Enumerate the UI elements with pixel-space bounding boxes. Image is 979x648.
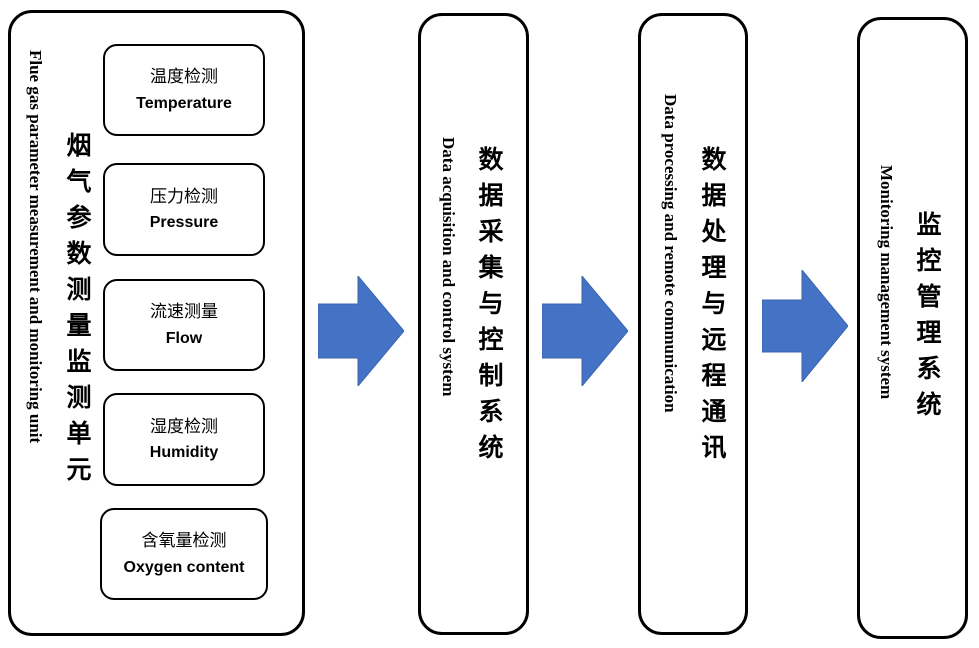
monitoring-title-cn: 监控管理系统	[913, 211, 942, 427]
processing-box	[638, 13, 748, 635]
flow-label-cn: 流速测量	[150, 302, 218, 323]
arrow-right-icon	[318, 276, 404, 386]
measurement-unit-title-en: Flue gas parameter measurement and monit…	[26, 50, 45, 444]
arrow-shape-3	[762, 270, 848, 382]
flow-label-en: Flow	[165, 329, 203, 347]
measurement-unit-title-cn: 烟气参数测量监测单元	[63, 132, 92, 492]
temperature-box: 温度检测 Temperature	[103, 44, 265, 136]
humidity-box: 湿度检测 Humidity	[103, 393, 265, 486]
acquisition-title-en: Data acquisition and control system	[439, 137, 458, 397]
arrow-shape-1	[318, 276, 404, 386]
arrow-right-icon	[762, 270, 848, 382]
flow-box: 流速测量 Flow	[103, 279, 265, 371]
arrow-shape-2	[542, 276, 628, 386]
oxygen-label-cn: 含氧量检测	[141, 531, 227, 552]
pressure-label-en: Pressure	[149, 214, 219, 232]
acquisition-title-cn: 数据采集与控制系统	[475, 146, 504, 470]
humidity-label-en: Humidity	[149, 444, 219, 462]
arrow-right-icon	[542, 276, 628, 386]
processing-title-en: Data processing and remote communication	[661, 94, 680, 413]
pressure-box: 压力检测 Pressure	[103, 163, 265, 256]
acquisition-box	[418, 13, 529, 635]
pressure-label-cn: 压力检测	[150, 186, 218, 207]
temperature-label-en: Temperature	[136, 94, 232, 112]
temperature-label-cn: 温度检测	[150, 67, 218, 88]
oxygen-box: 含氧量检测 Oxygen content	[100, 508, 268, 600]
monitoring-title-en: Monitoring management system	[877, 165, 896, 400]
monitoring-box	[857, 17, 968, 639]
oxygen-label-en: Oxygen content	[123, 558, 245, 576]
processing-title-cn: 数据处理与远程通讯	[698, 146, 727, 470]
humidity-label-cn: 湿度检测	[150, 416, 218, 437]
